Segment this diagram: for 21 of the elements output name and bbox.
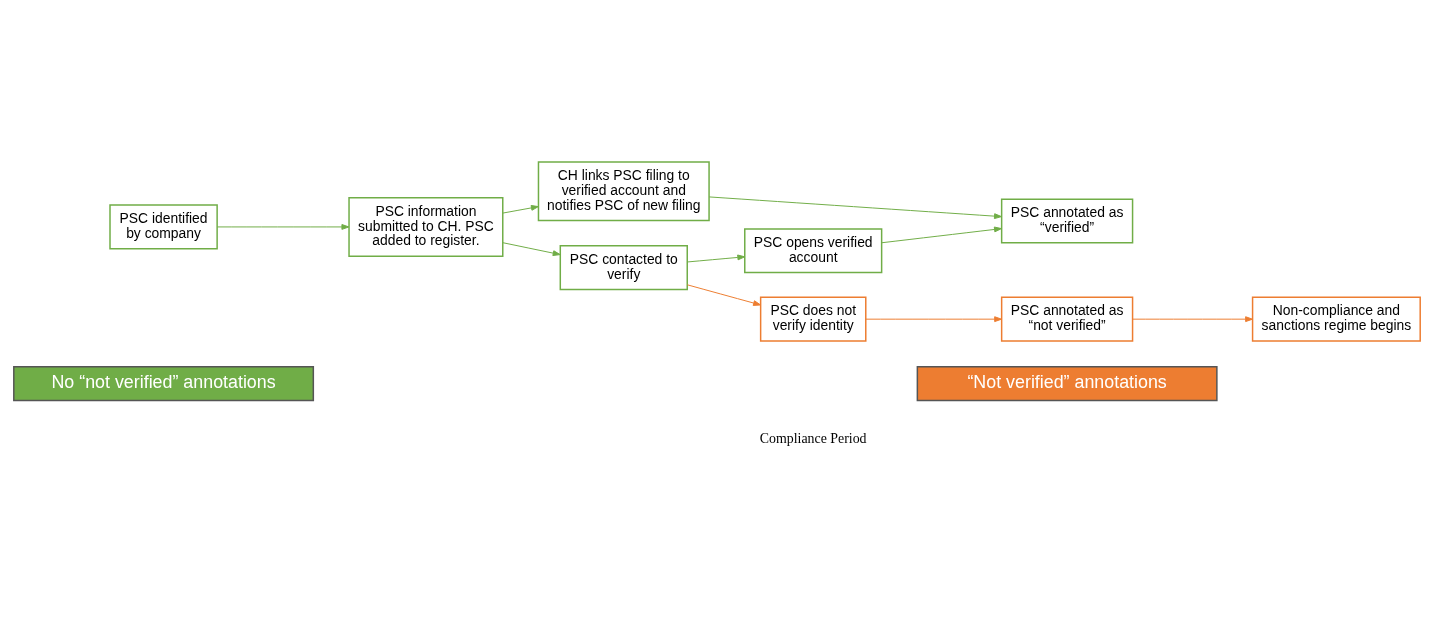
label: Compliance Period [759, 430, 867, 446]
arrow [686, 254, 746, 262]
node-box: PSC identified by company [109, 203, 218, 249]
arrow [708, 195, 1002, 219]
node-box: PSC annotated as “verified” [1000, 197, 1134, 244]
node-box: PSC does not verify identity [759, 296, 867, 342]
node-box: “Not verified” annotations [916, 365, 1218, 401]
arrow [686, 283, 761, 306]
arrow [502, 204, 539, 214]
arrow [865, 315, 1003, 322]
arrow [502, 241, 561, 256]
node-box: No “not verified” annotations [13, 365, 315, 401]
node-box: CH links PSC filing to verified account and notifies PSC of new filing [537, 160, 710, 221]
node-box: PSC annotated as “not verified” [1000, 296, 1134, 342]
node-box: Non-compliance and sanctions regime begins [1251, 296, 1421, 342]
node-box: PSC contacted to verify [559, 244, 688, 290]
arrow [881, 226, 1002, 243]
arrow [1132, 315, 1254, 322]
arrow [216, 223, 350, 230]
node-box: PSC opens verified account [744, 227, 883, 273]
node-box: PSC information submitted to CH. PSC added to register. [348, 196, 504, 257]
